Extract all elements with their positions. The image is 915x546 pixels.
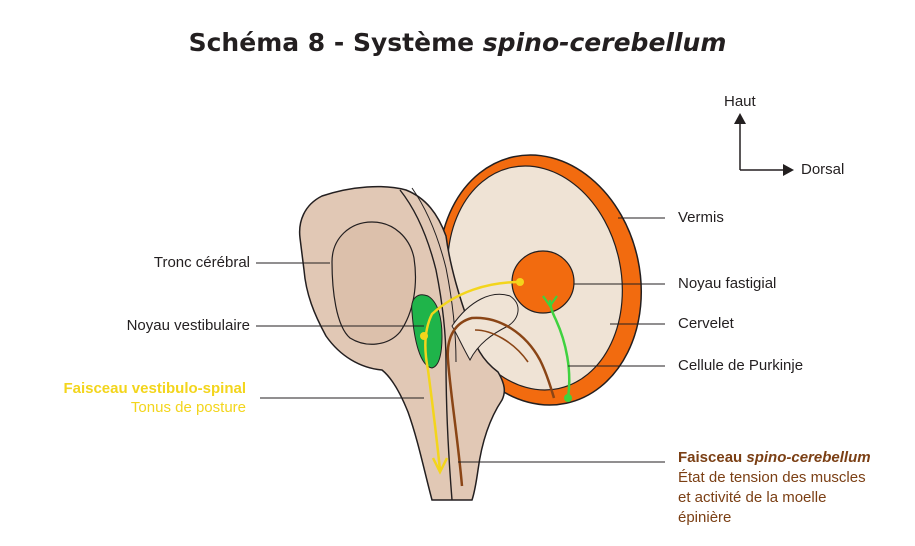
orientation-up-label: Haut: [724, 93, 756, 110]
purkinje-arrow-head: [542, 295, 558, 308]
label-spino-cerebellum-line2: et activité de la moelle: [678, 489, 827, 506]
orientation-dorsal-label: Dorsal: [801, 161, 845, 178]
label-noyau-vestibulaire: Noyau vestibulaire: [126, 317, 250, 334]
right-arrow-icon: [783, 164, 794, 176]
label-spino-cerebellum-line1: État de tension des muscles: [678, 469, 866, 486]
label-noyau-fastigial: Noyau fastigial: [678, 275, 777, 292]
tract-dot: [516, 278, 524, 286]
label-vestibulo-spinal-title: Faisceau vestibulo-spinal: [63, 380, 246, 397]
vestibulo-arrow-head: [431, 457, 449, 475]
tract-dot: [420, 332, 428, 340]
up-arrow-icon: [734, 113, 746, 124]
ventricle-line-2: [411, 187, 457, 363]
page-title: Schéma 8 - Système spino-cerebellum: [188, 28, 727, 57]
ventricle-line: [399, 189, 453, 501]
label-spino-cerebellum-line3: épinière: [678, 509, 732, 526]
spino-cerebellum-tract: [446, 316, 556, 487]
label-spino-cerebellum-title: Faisceau spino-cerebellum: [678, 449, 871, 466]
spino-cerebellum-tract-2: [474, 329, 529, 363]
label-purkinje: Cellule de Purkinje: [678, 357, 804, 374]
pons-shape: [331, 221, 417, 345]
label-tronc: Tronc cérébral: [153, 254, 250, 271]
label-vestibulo-spinal-subtitle: Tonus de posture: [130, 399, 246, 416]
label-cervelet: Cervelet: [678, 315, 734, 332]
purkinje-cell-dot: [564, 394, 572, 402]
vestibulo-spinal-tract: [424, 280, 521, 471]
label-vermis: Vermis: [678, 209, 724, 226]
